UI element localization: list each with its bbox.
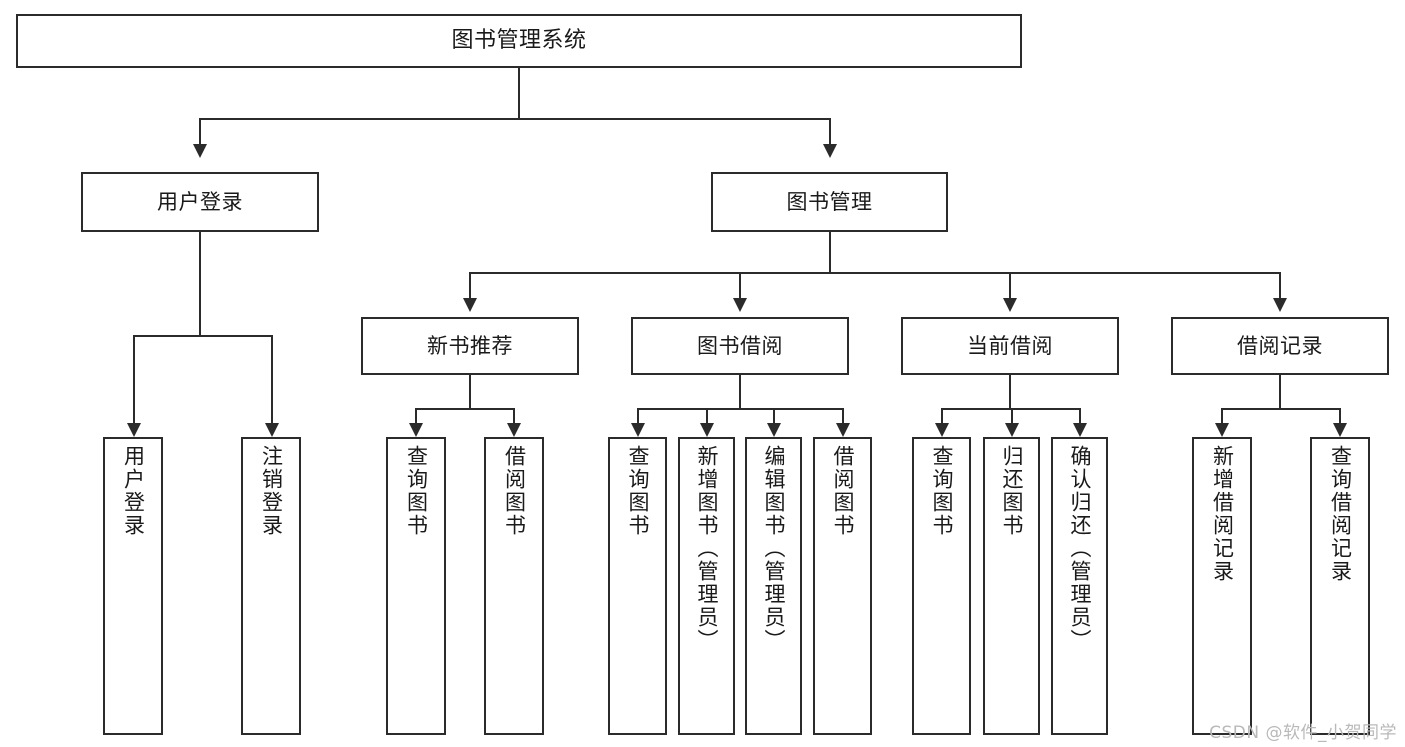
leaf-logout[interactable]: 注销登录	[241, 437, 301, 735]
arrow-cb-1	[935, 423, 949, 437]
connector-user-login-stem	[199, 232, 201, 335]
connector-drop-current	[1009, 272, 1011, 298]
connector-drop-nb-2	[513, 408, 515, 423]
arrow-bb-1	[631, 423, 645, 437]
node-label: 图书借阅	[697, 333, 783, 358]
watermark: CSDN @软件_小贺同学	[1209, 723, 1397, 743]
node-label: 图书管理	[786, 189, 873, 214]
arrow-br-2	[1333, 423, 1347, 437]
node-label: 图书管理系统	[451, 28, 587, 54]
node-borrow-records[interactable]: 借阅记录	[1171, 317, 1389, 375]
connector-drop-leaf-user-login	[133, 335, 135, 423]
leaf-user-login[interactable]: 用户登录	[103, 437, 163, 735]
node-label: 新增图书（管理员）	[695, 445, 719, 652]
node-label: 确认归还（管理员）	[1068, 445, 1092, 652]
node-label: 查询借阅记录	[1328, 445, 1353, 583]
arrow-leaf-user-login	[127, 423, 141, 437]
node-label: 用户登录	[157, 189, 243, 214]
node-label: 查询图书	[626, 445, 650, 537]
connector-drop-bb-3	[773, 408, 775, 423]
arrow-records	[1273, 298, 1287, 312]
arrow-new-books	[463, 298, 477, 312]
connector-rail-book-borrow	[637, 408, 843, 410]
arrow-book-manage	[823, 144, 837, 158]
connector-rail-new-books	[415, 408, 515, 410]
node-label: 注销登录	[259, 445, 284, 537]
leaf-add-book-admin[interactable]: 新增图书（管理员）	[678, 437, 735, 735]
connector-drop-bb-2	[706, 408, 708, 423]
connector-rail-current-borrow	[941, 408, 1080, 410]
node-label: 查询图书	[404, 445, 429, 537]
connector-root-stem	[518, 68, 520, 118]
connector-drop-bb-1	[637, 408, 639, 423]
arrow-current	[1003, 298, 1017, 312]
arrow-user-login	[193, 144, 207, 158]
connector-rail-user-login	[133, 335, 271, 337]
node-label: 新书推荐	[427, 333, 513, 358]
leaf-borrow-books-new[interactable]: 借阅图书	[484, 437, 544, 735]
node-label: 用户登录	[121, 445, 146, 537]
leaf-query-books-new[interactable]: 查询图书	[386, 437, 446, 735]
leaf-query-books-borrow[interactable]: 查询图书	[608, 437, 667, 735]
arrow-leaf-logout	[265, 423, 279, 437]
node-root[interactable]: 图书管理系统	[16, 14, 1022, 68]
connector-current-borrow-stem	[1009, 375, 1011, 408]
connector-borrow-records-stem	[1279, 375, 1281, 408]
connector-drop-book-manage	[829, 118, 831, 144]
leaf-borrow-book[interactable]: 借阅图书	[813, 437, 872, 735]
node-label: 查询图书	[930, 445, 954, 537]
leaf-query-books-current[interactable]: 查询图书	[912, 437, 971, 735]
connector-drop-cb-3	[1079, 408, 1081, 423]
connector-drop-new-books	[469, 272, 471, 298]
connector-drop-cb-1	[941, 408, 943, 423]
node-label: 借阅记录	[1237, 333, 1323, 358]
node-label: 当前借阅	[967, 333, 1053, 358]
node-label: 新增借阅记录	[1210, 445, 1235, 583]
leaf-edit-book-admin[interactable]: 编辑图书（管理员）	[745, 437, 802, 735]
node-book-manage[interactable]: 图书管理	[711, 172, 948, 232]
connector-book-manage-stem	[829, 232, 831, 272]
arrow-cb-3	[1073, 423, 1087, 437]
connector-rail-level3	[469, 272, 1280, 274]
connector-drop-cb-2	[1011, 408, 1013, 423]
connector-drop-bb-4	[842, 408, 844, 423]
leaf-query-borrow-record[interactable]: 查询借阅记录	[1310, 437, 1370, 735]
connector-drop-borrow	[739, 272, 741, 298]
leaf-confirm-return-admin[interactable]: 确认归还（管理员）	[1051, 437, 1108, 735]
connector-drop-nb-1	[415, 408, 417, 423]
arrow-bb-3	[767, 423, 781, 437]
node-label: 借阅图书	[831, 445, 855, 537]
connector-rail-level1	[199, 118, 830, 120]
arrow-cb-2	[1005, 423, 1019, 437]
node-book-borrow[interactable]: 图书借阅	[631, 317, 849, 375]
node-current-borrow[interactable]: 当前借阅	[901, 317, 1119, 375]
arrow-bb-4	[836, 423, 850, 437]
leaf-return-book[interactable]: 归还图书	[983, 437, 1040, 735]
connector-drop-user-login	[199, 118, 201, 144]
connector-drop-records	[1279, 272, 1281, 298]
arrow-borrow	[733, 298, 747, 312]
connector-drop-br-2	[1339, 408, 1341, 423]
leaf-add-borrow-record[interactable]: 新增借阅记录	[1192, 437, 1252, 735]
node-new-books[interactable]: 新书推荐	[361, 317, 579, 375]
connector-book-borrow-stem	[739, 375, 741, 408]
arrow-nb-2	[507, 423, 521, 437]
arrow-br-1	[1215, 423, 1229, 437]
node-label: 编辑图书（管理员）	[762, 445, 786, 652]
connector-drop-leaf-logout	[271, 335, 273, 423]
arrow-nb-1	[409, 423, 423, 437]
connector-rail-borrow-records	[1221, 408, 1340, 410]
node-label: 归还图书	[1000, 445, 1024, 537]
node-user-login[interactable]: 用户登录	[81, 172, 319, 232]
arrow-bb-2	[700, 423, 714, 437]
connector-drop-br-1	[1221, 408, 1223, 423]
node-label: 借阅图书	[502, 445, 527, 537]
connector-new-books-stem	[469, 375, 471, 408]
